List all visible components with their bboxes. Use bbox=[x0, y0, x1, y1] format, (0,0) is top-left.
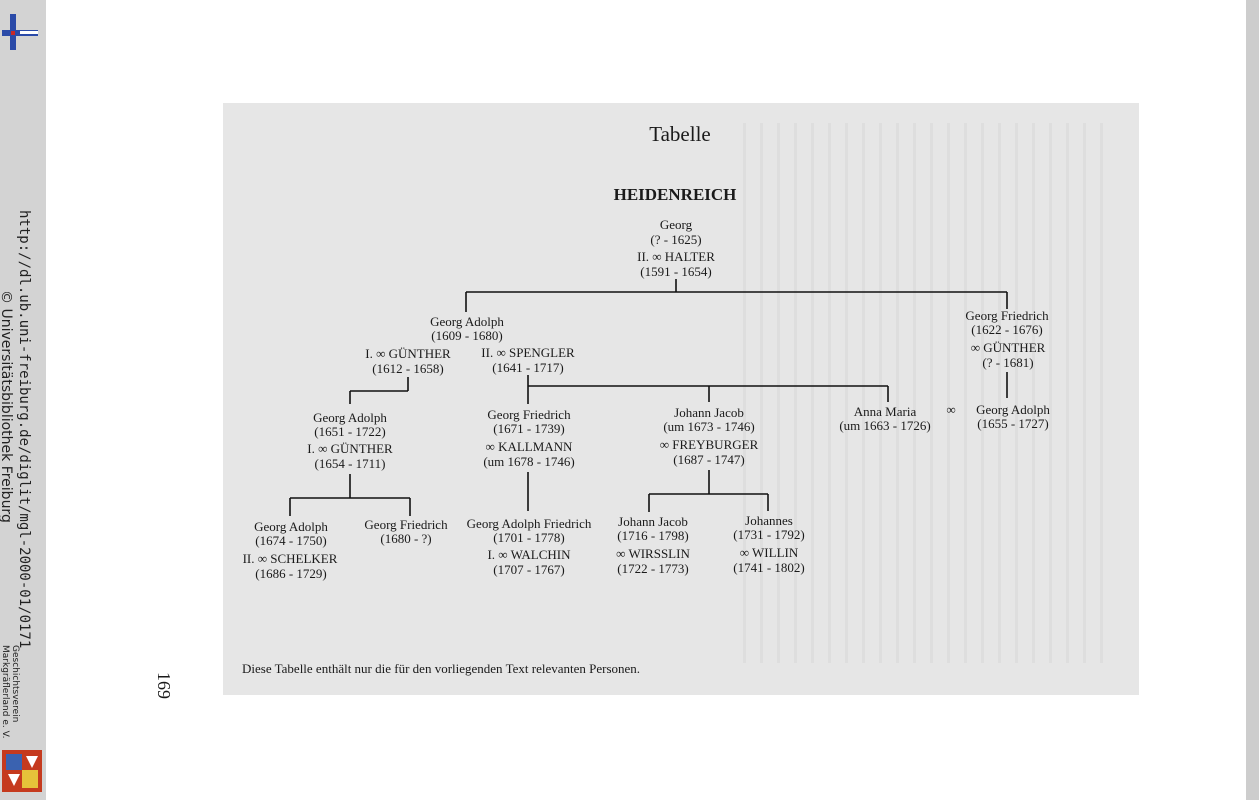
page-title: Tabelle bbox=[649, 122, 711, 146]
person-name: Johann Jacob bbox=[618, 514, 688, 529]
spouse-dates: (1722 - 1773) bbox=[617, 561, 689, 576]
person-dates: (1655 - 1727) bbox=[977, 416, 1049, 431]
person-dates: (1651 - 1722) bbox=[314, 424, 386, 439]
family-heading: HEIDENREICH bbox=[613, 185, 737, 204]
person-name: Georg Adolph bbox=[313, 410, 387, 425]
footnote: Diese Tabelle enthält nur die für den vo… bbox=[242, 661, 641, 676]
person-dates: (1701 - 1778) bbox=[493, 530, 565, 545]
person-name: Georg Friedrich bbox=[965, 308, 1049, 323]
spouse-dates: (? - 1681) bbox=[982, 355, 1034, 370]
spouse-dates: (1687 - 1747) bbox=[673, 452, 745, 467]
person-dates: (um 1663 - 1726) bbox=[839, 418, 931, 433]
person-dates: (1671 - 1739) bbox=[493, 421, 565, 436]
spouse-name: II. ∞ HALTER bbox=[637, 249, 715, 264]
spouse-name: ∞ WIRSSLIN bbox=[616, 546, 690, 561]
spouse-name: ∞ FREYBURGER bbox=[659, 437, 759, 452]
person-name: Johann Jacob bbox=[674, 405, 744, 420]
spouse-dates: (1591 - 1654) bbox=[640, 264, 712, 279]
marriage-symbol: ∞ bbox=[946, 402, 956, 417]
person-name: Georg Friedrich bbox=[364, 517, 448, 532]
spouse-dates: (1741 - 1802) bbox=[733, 560, 805, 575]
person-name: Georg bbox=[659, 217, 693, 232]
person-name: Georg Adolph bbox=[254, 519, 328, 534]
spouse-name: ∞ GÜNTHER bbox=[970, 340, 1046, 355]
cross-logo-icon bbox=[2, 14, 38, 50]
person-name: Georg Adolph Friedrich bbox=[466, 516, 592, 531]
person-dates: (1622 - 1676) bbox=[971, 322, 1043, 337]
person-dates: (1680 - ?) bbox=[380, 531, 432, 546]
person-name: Johannes bbox=[745, 513, 793, 528]
person-dates: (? - 1625) bbox=[650, 232, 702, 247]
spouse-dates: (1686 - 1729) bbox=[255, 566, 327, 581]
right-sidebar bbox=[1246, 0, 1259, 800]
person-dates: (1731 - 1792) bbox=[733, 527, 805, 542]
person-name: Georg Adolph bbox=[430, 314, 504, 329]
person-name: Anna Maria bbox=[853, 404, 917, 419]
spouse-name: ∞ KALLMANN bbox=[485, 439, 573, 454]
spouse-name: II. ∞ SPENGLER bbox=[481, 345, 575, 360]
scanned-page bbox=[223, 103, 1139, 695]
person-name: Georg Adolph bbox=[976, 402, 1050, 417]
coat-of-arms-icon bbox=[2, 750, 42, 792]
spouse-name: ∞ WILLIN bbox=[739, 545, 799, 560]
spouse-dates: (um 1678 - 1746) bbox=[483, 454, 575, 469]
person-name: Georg Friedrich bbox=[487, 407, 571, 422]
spouse-name: II. ∞ SCHELKER bbox=[242, 551, 338, 566]
spouse-dates: (1641 - 1717) bbox=[492, 360, 564, 375]
person-dates: (1674 - 1750) bbox=[255, 533, 327, 548]
person-dates: (um 1673 - 1746) bbox=[663, 419, 755, 434]
spouse-name: I. ∞ GÜNTHER bbox=[307, 441, 393, 456]
person-dates: (1716 - 1798) bbox=[617, 528, 689, 543]
spouse-dates: (1612 - 1658) bbox=[372, 361, 444, 376]
spouse-name: I. ∞ WALCHIN bbox=[487, 547, 571, 562]
page-number: 169 bbox=[154, 672, 174, 699]
spouse-dates: (1707 - 1767) bbox=[493, 562, 565, 577]
spouse-dates: (1654 - 1711) bbox=[314, 456, 386, 471]
left-sidebar bbox=[0, 0, 46, 800]
spouse-name: I. ∞ GÜNTHER bbox=[365, 346, 451, 361]
person-dates: (1609 - 1680) bbox=[431, 328, 503, 343]
